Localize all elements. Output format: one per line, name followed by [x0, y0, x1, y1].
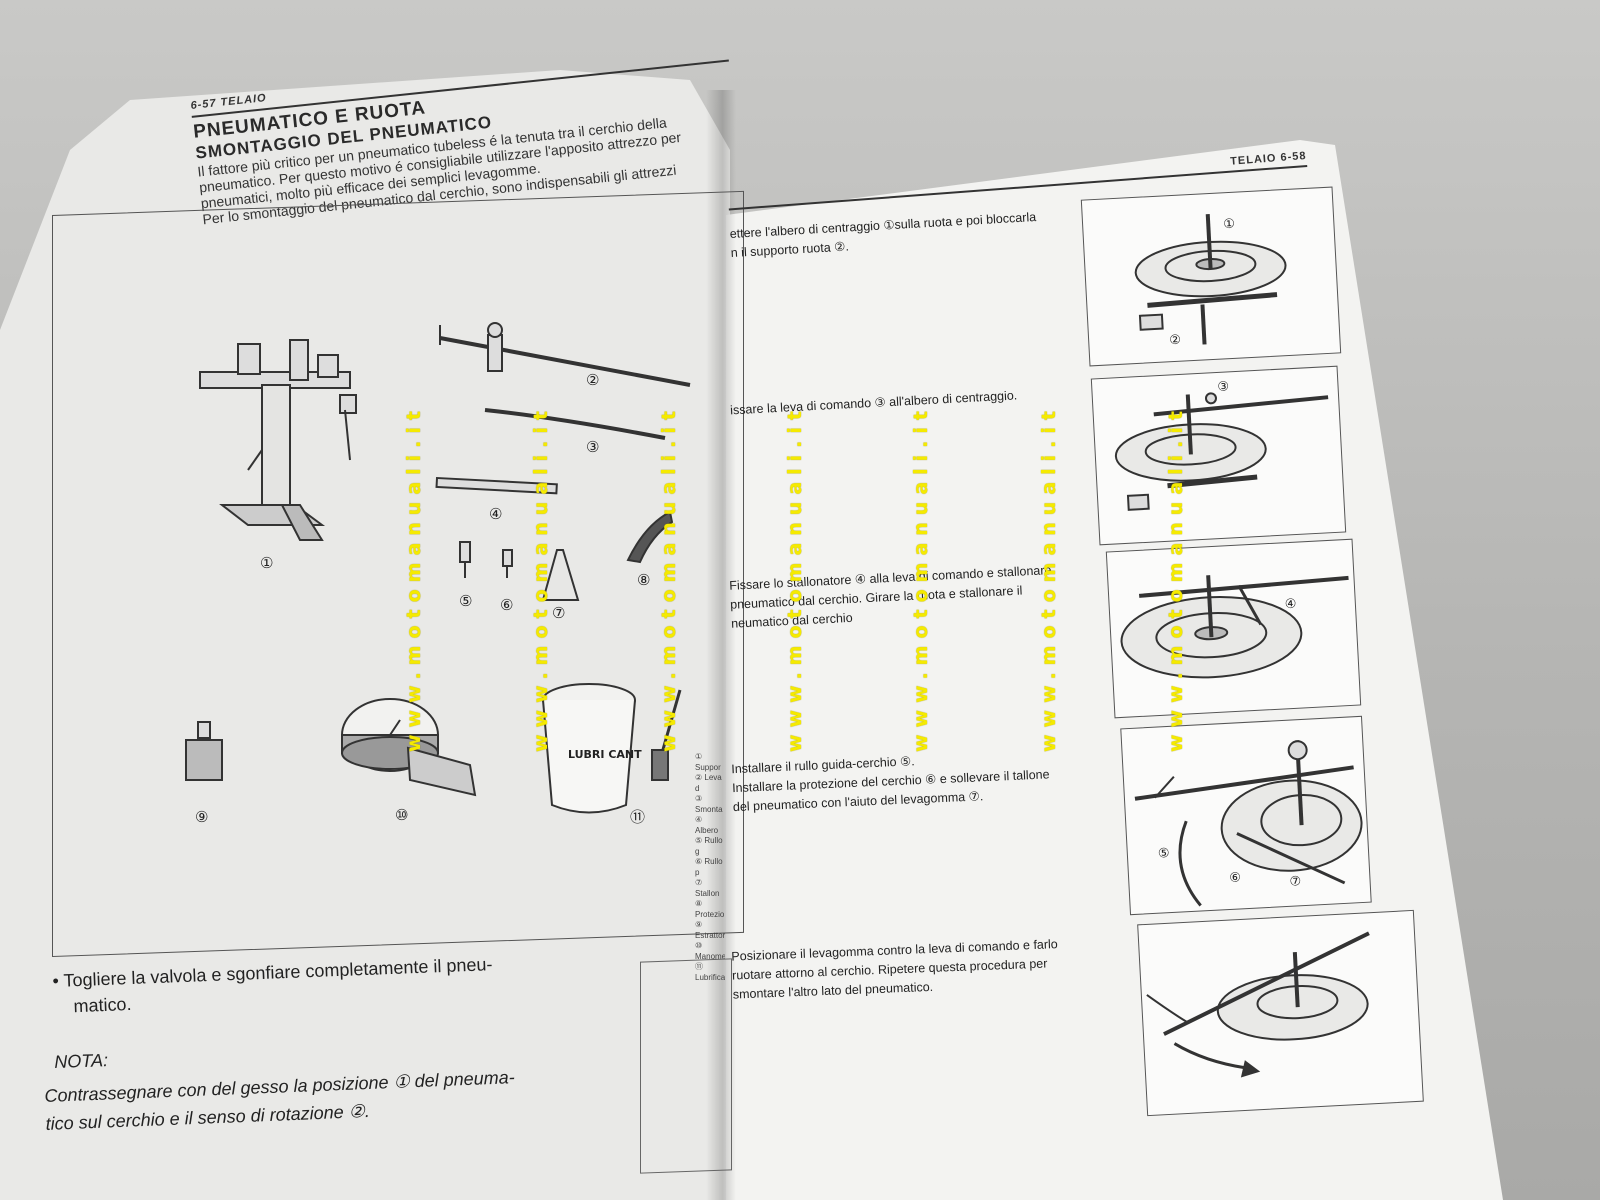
- legend-item: ⑦ Stallon: [695, 878, 720, 898]
- lubricant-label: LUBRI CANT: [568, 748, 642, 761]
- watermark-2: www.motomanuali.it: [530, 404, 552, 752]
- watermark-7: www.motomanuali.it: [1165, 404, 1187, 752]
- fig-callout: ①: [1223, 217, 1235, 233]
- step-1-figure: ① ②: [1080, 186, 1342, 367]
- fig-callout: ⑤: [1158, 846, 1170, 862]
- figure-legend: ① Suppor ② Leva d ③ Smonta ④ Albero ⑤ Ru…: [695, 752, 725, 983]
- lubricant-can-drawing: [542, 683, 682, 814]
- callout-4: ④: [489, 505, 502, 523]
- centering-shaft-drawing: [435, 476, 558, 495]
- tire-changer-stand-drawing: [199, 339, 357, 541]
- bead-lifter-drawing: [541, 549, 580, 601]
- step-3-figure: ④: [1105, 538, 1362, 719]
- callout-6: ⑥: [500, 596, 513, 614]
- callout-1: ①: [260, 554, 273, 572]
- fig-callout: ④: [1284, 597, 1296, 613]
- figure-callouts: ① ② ③ ④ ⑤ ⑥ ⑦ ⑧ ⑨ ⑩ ⑪: [195, 371, 650, 826]
- legend-item: ⑨ Estrattor: [695, 920, 725, 940]
- command-lever-drawing: [439, 322, 691, 387]
- callout-11: ⑪: [630, 808, 645, 826]
- callout-2: ②: [586, 371, 599, 389]
- callout-3: ③: [586, 438, 599, 456]
- callout-5: ⑤: [459, 592, 472, 610]
- nota-figure-frame: [640, 958, 732, 1174]
- nota-label: NOTA:: [54, 1050, 109, 1072]
- fig-callout: ②: [1169, 333, 1181, 349]
- rollers-drawing: [459, 541, 513, 578]
- legend-item: ① Suppor: [695, 752, 721, 772]
- watermark-5: www.motomanuali.it: [910, 404, 932, 752]
- step-2-figure: ③: [1090, 365, 1347, 546]
- callout-10: ⑩: [395, 806, 408, 824]
- watermark-4: www.motomanuali.it: [784, 404, 806, 752]
- legend-item: ⑩ Manomet: [695, 941, 725, 961]
- legend-item: ④ Albero: [695, 815, 719, 835]
- callout-7: ⑦: [552, 604, 565, 622]
- step-5-figure: [1137, 909, 1424, 1117]
- fig-callout: ⑥: [1229, 870, 1241, 886]
- watermark-1: www.motomanuali.it: [403, 404, 425, 752]
- legend-item: ⑪ Lubrifica: [695, 962, 725, 982]
- bead-breaker-drawing: [484, 408, 666, 440]
- legend-item: ③ Smonta: [695, 794, 723, 814]
- pressure-gauge-drawing: [341, 698, 477, 797]
- fig-callout: ⑦: [1289, 874, 1301, 890]
- step-4-figure: ⑤ ⑥ ⑦: [1120, 715, 1372, 916]
- callout-9: ⑨: [195, 808, 208, 826]
- valve-puller-drawing: [185, 721, 223, 781]
- watermark-6: www.motomanuali.it: [1038, 404, 1060, 752]
- callout-8: ⑧: [637, 571, 650, 589]
- legend-item: ⑥ Rullo p: [695, 857, 723, 877]
- legend-item: ⑤ Rullo g: [695, 836, 723, 856]
- legend-item: ⑧ Protezio: [695, 899, 725, 919]
- legend-item: ② Leva d: [695, 773, 722, 793]
- fig-callout: ③: [1217, 379, 1229, 395]
- book-gutter: [706, 90, 736, 1200]
- watermark-3: www.motomanuali.it: [658, 404, 680, 752]
- rim-protector-drawing: [626, 510, 674, 564]
